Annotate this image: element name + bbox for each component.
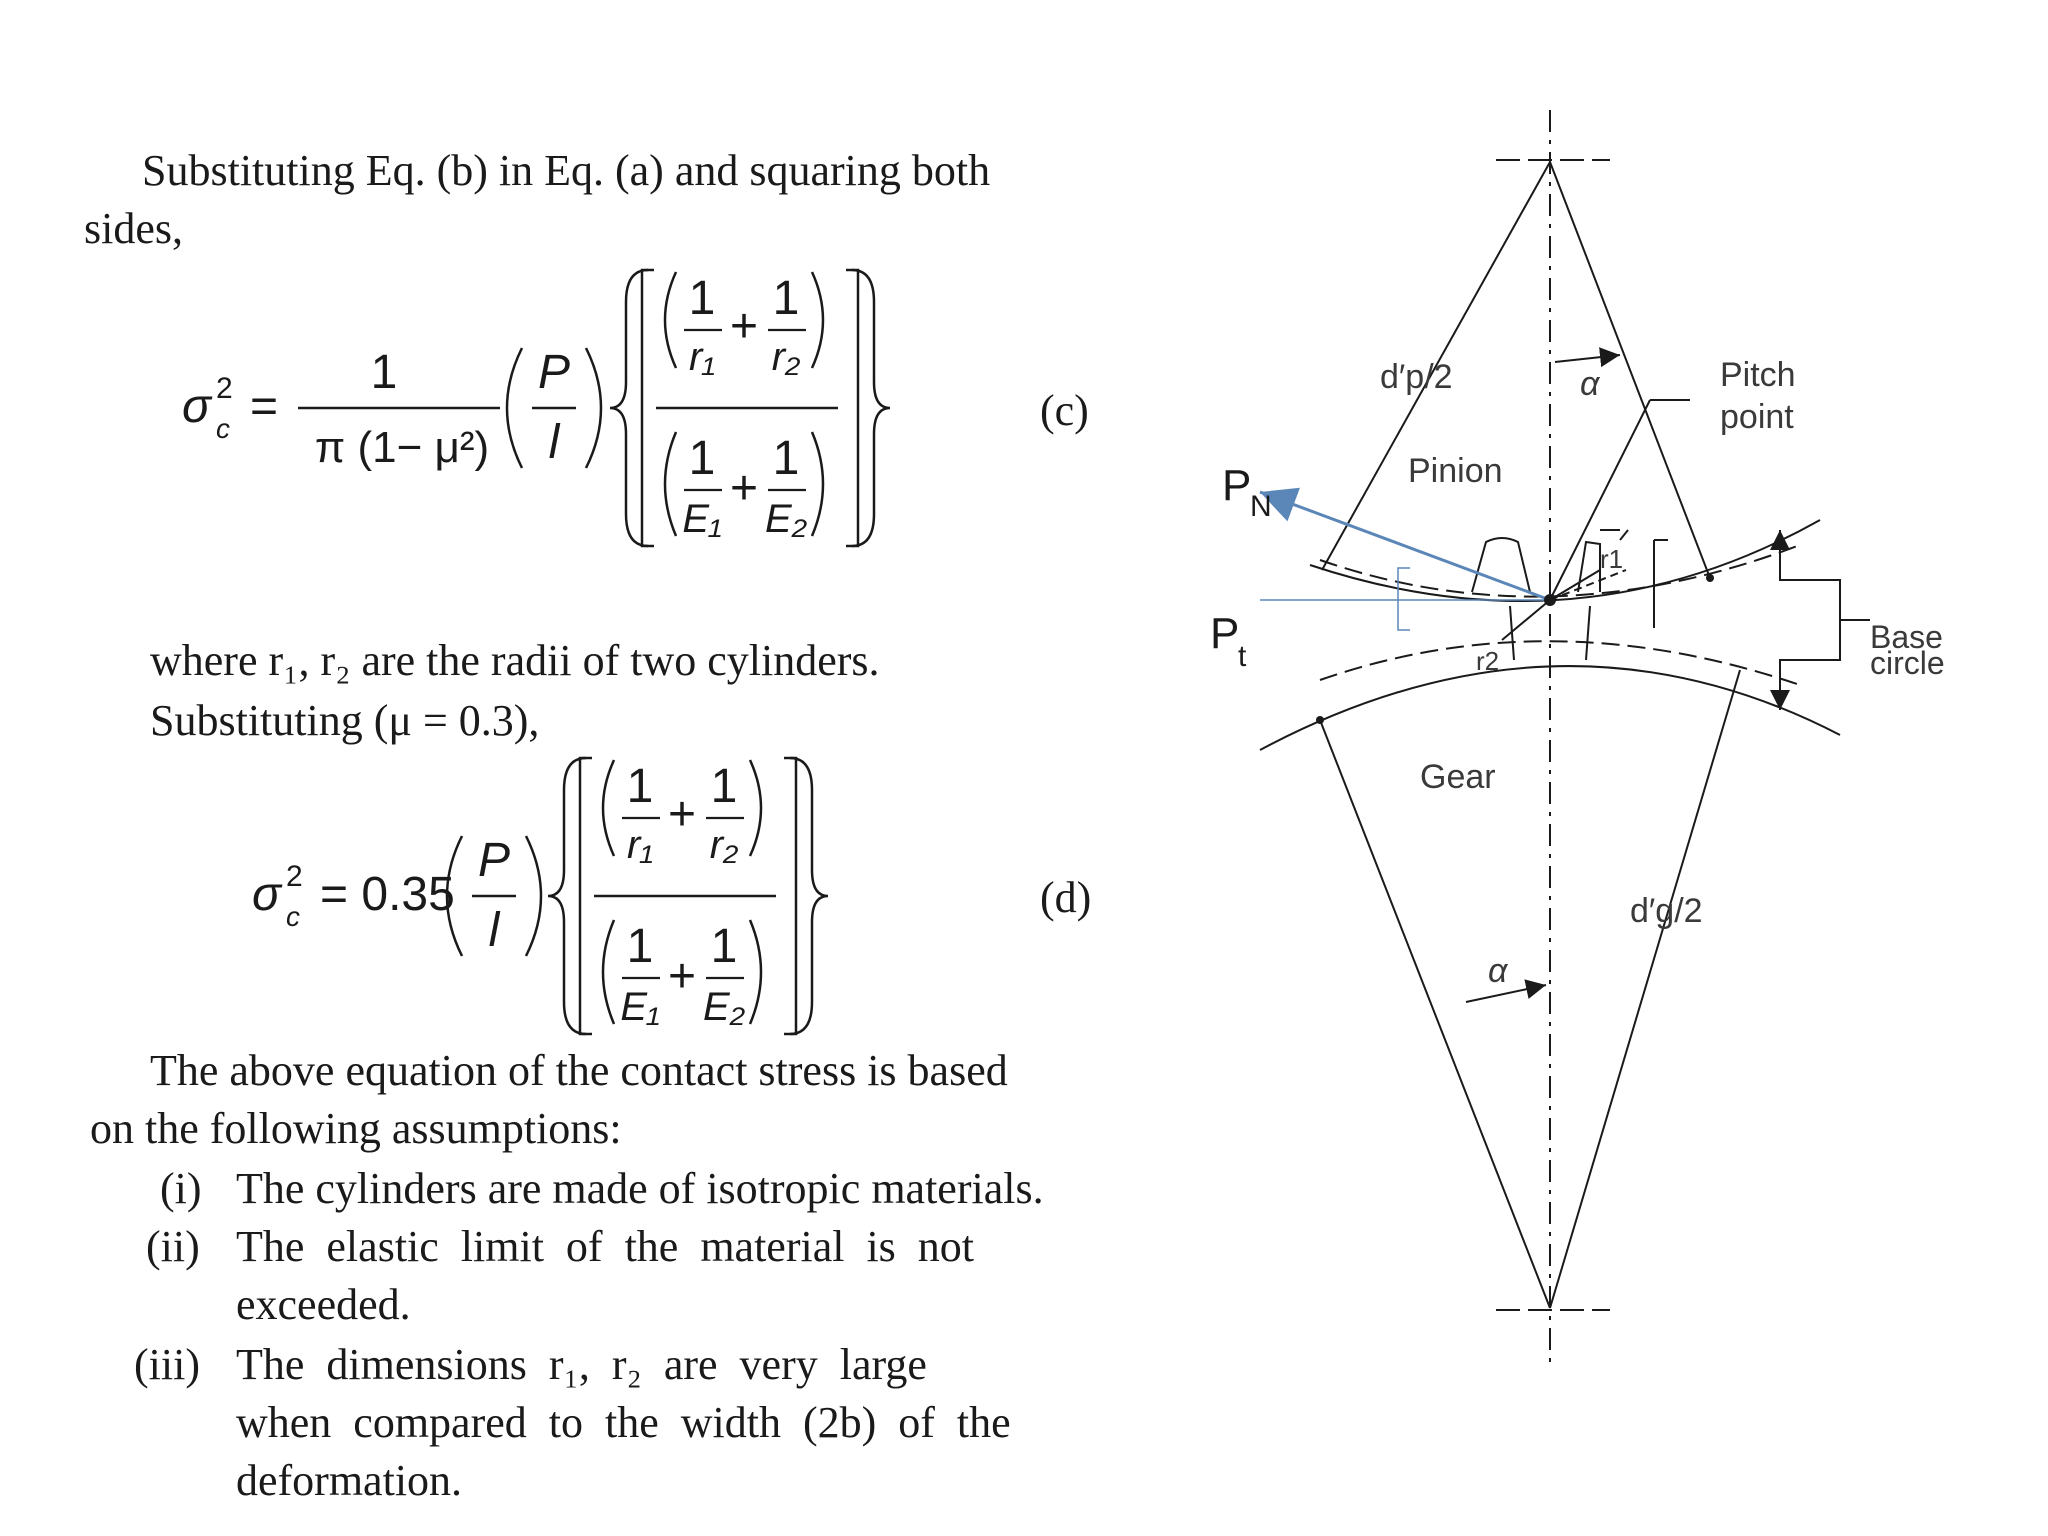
text-panel: Substituting Eq. (b) in Eq. (a) and squa… (84, 146, 1092, 1505)
eq-c-sigma-sup: 2 (216, 372, 233, 405)
above-line-1: The above equation of the contact stress… (150, 1046, 1008, 1095)
list-item-ii-line-2: exceeded. (236, 1280, 411, 1329)
gear-addendum-circle (1259, 665, 1841, 751)
eq-c-coef-den: π (1− μ²) (315, 423, 489, 472)
gear-tooth (1509, 605, 1591, 661)
list-item-ii-line-1: The elastic limit of the material is not (236, 1222, 975, 1271)
label-pitch-point-2: point (1720, 398, 1794, 436)
eq-c-e2: E₂ (765, 497, 807, 541)
label-dg2: d′g/2 (1630, 892, 1703, 930)
equation-d: σ 2 c = 0.35 P l 1 r₁ + 1 r₂ 1 E₁ + (252, 756, 829, 1036)
label-pn-sub: N (1250, 490, 1272, 523)
eq-c-plus-b: + (730, 462, 758, 515)
eq-d-e2: E₂ (703, 985, 745, 1029)
eq-c-r2: r₂ (772, 335, 801, 379)
gear-radius-right (1549, 669, 1741, 1309)
label-pt-sub: t (1238, 640, 1247, 673)
pinion-tangent-dot (1706, 574, 1714, 582)
eq-d-one-b: 1 (711, 760, 738, 813)
pinion-pitch-circle (1319, 544, 1801, 598)
r2-leader (1501, 599, 1551, 641)
eq-c-l: l (549, 416, 561, 469)
pinion-bracket-right (1600, 529, 1629, 541)
eq-d-plus-b: + (668, 950, 696, 1003)
list-item-iii-line-2: when compared to the width (2b) of the (236, 1398, 1011, 1447)
eq-c-one-a: 1 (689, 272, 716, 325)
eq-d-r2: r₂ (710, 823, 739, 867)
eq-d-number: (d) (1040, 873, 1092, 922)
eq-c-one-b: 1 (773, 272, 800, 325)
equation-c: σ 2 c = 1 π (1− μ²) P l 1 r₁ + 1 r₂ 1 (182, 268, 891, 548)
list-item-iii-line-3: deformation. (236, 1456, 463, 1505)
list-item-iii-line-1: The dimensions r₁, r₂ are very large (236, 1340, 927, 1389)
label-r2: r2 (1476, 646, 1499, 676)
eq-c-equals: = (250, 380, 278, 433)
eq-d-one-d: 1 (711, 920, 738, 973)
above-line-2: on the following assumptions: (90, 1104, 622, 1153)
pinion-radius-right (1549, 161, 1711, 579)
eq-d-p: P (478, 834, 510, 887)
alpha-top-arrow-line (1554, 347, 1621, 368)
eq-d-one-c: 1 (627, 920, 654, 973)
label-r1: r1 (1600, 544, 1623, 574)
alpha-bottom-arrow-line (1465, 979, 1547, 1003)
list-item-i-line-1: The cylinders are made of isotropic mate… (236, 1164, 1044, 1213)
eq-c-number: (c) (1040, 386, 1089, 435)
eq-c-sigma-sub: c (216, 413, 230, 444)
eq-c-one-c: 1 (689, 432, 716, 485)
list-item-iii-number: (iii) (134, 1340, 200, 1389)
eq-d-e1: E₁ (620, 985, 659, 1029)
gear-bracket-right (1653, 539, 1668, 628)
pinion-base-radius (1549, 569, 1627, 601)
pt-bracket (1397, 567, 1410, 631)
pitch-point-dot (1544, 594, 1556, 606)
label-pt: P (1210, 609, 1239, 658)
eq-d-sigma-sub: c (286, 901, 300, 932)
label-base-circle-1: Base (1870, 619, 1943, 655)
pitch-point-leader (1549, 399, 1651, 601)
gear-radius-left (1319, 719, 1551, 1309)
eq-d-plus-a: + (668, 788, 696, 841)
label-pinion: Pinion (1408, 452, 1503, 490)
label-pn: P (1222, 461, 1251, 510)
eq-d-equals: = 0.35 (320, 868, 455, 921)
gear-tangent-dot (1316, 716, 1324, 724)
eq-d-sigma: σ (252, 868, 283, 921)
label-dp2: d′p/2 (1380, 358, 1453, 396)
substituting-mu-line: Substituting (μ = 0.3), (150, 696, 540, 745)
label-alpha-top: α (1580, 365, 1601, 403)
list-item-i-number: (i) (160, 1164, 202, 1213)
gear-mesh-diagram: d′p/2 α Pitch point Pinion Base circle r… (1210, 110, 1945, 1370)
pinion-addendum-circle (1309, 519, 1821, 602)
eq-d-one-a: 1 (627, 760, 654, 813)
eq-c-coef-num: 1 (371, 346, 398, 399)
label-alpha-bottom: α (1488, 952, 1509, 990)
intro-line-2: sides, (84, 204, 183, 253)
pinion-tooth-right (1577, 540, 1601, 593)
eq-c-e1: E₁ (682, 497, 721, 541)
pinion-tooth-left (1471, 537, 1531, 593)
intro-line-1: Substituting Eq. (b) in Eq. (a) and squa… (142, 146, 991, 195)
eq-d-l: l (489, 904, 501, 957)
r1-leader (1549, 569, 1601, 601)
gear-pitch-circle (1319, 640, 1801, 686)
where-line: where r₁, r₂ are the radii of two cylind… (150, 636, 880, 685)
base-circle-bracket (1779, 540, 1870, 700)
label-base-circle-2: circle (1870, 645, 1945, 681)
eq-d-r1: r₁ (627, 823, 653, 867)
eq-c-p: P (538, 346, 570, 399)
label-gear: Gear (1420, 758, 1496, 796)
eq-c-r1: r₁ (689, 335, 715, 379)
list-item-ii-number: (ii) (146, 1222, 200, 1271)
label-pitch-point-1: Pitch (1720, 356, 1796, 394)
eq-c-sigma: σ (182, 380, 213, 433)
pn-arrow (1259, 487, 1551, 602)
pinion-radius-left (1321, 161, 1551, 571)
eq-c-plus-a: + (730, 300, 758, 353)
eq-c-one-d: 1 (773, 432, 800, 485)
eq-d-sigma-sup: 2 (286, 860, 303, 893)
